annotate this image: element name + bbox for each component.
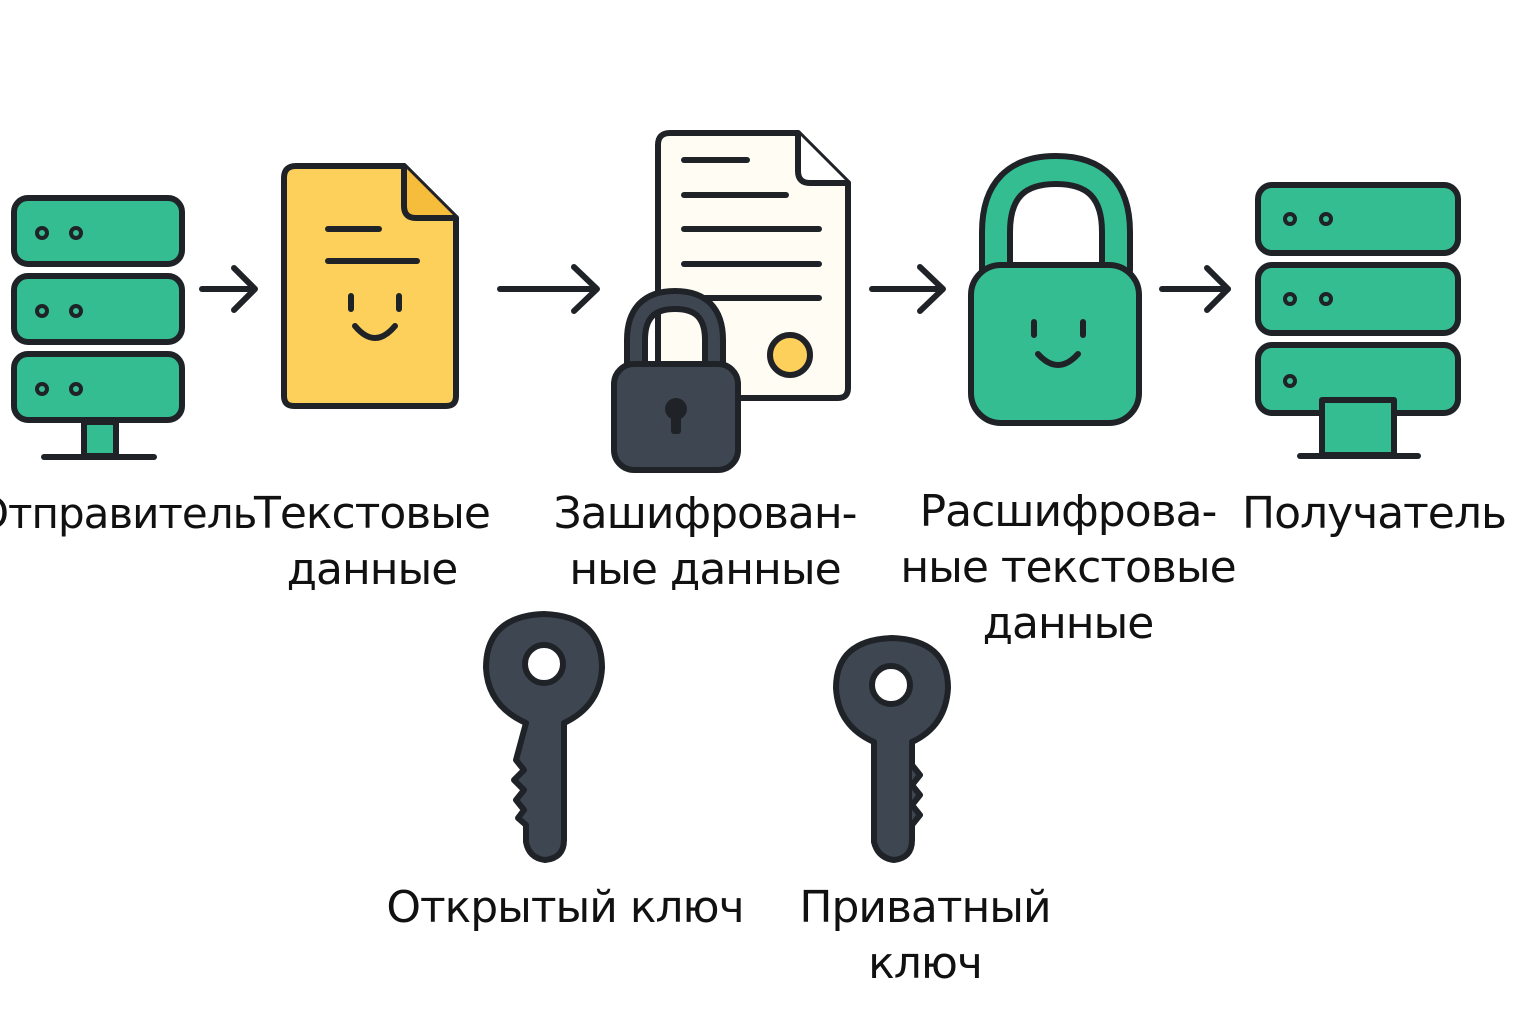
- sender-label: Отправитель: [0, 489, 257, 538]
- arrow-right-icon: [199, 265, 258, 313]
- smiling-document-icon: [281, 163, 459, 409]
- sender-server-icon: [11, 195, 185, 460]
- encrypted-label: Зашифрован- ные данные: [553, 488, 857, 595]
- public-key-icon: [483, 611, 605, 863]
- receiver-server-icon: [1255, 182, 1461, 459]
- smiling-padlock-icon: [968, 153, 1142, 426]
- private-key-label: Приватный ключ: [799, 882, 1051, 989]
- public-key-label: Открытый ключ: [386, 882, 744, 933]
- decrypted-label: Расшифрова- ные текстовые данные: [900, 486, 1236, 649]
- arrow-right-icon: [497, 264, 600, 314]
- private-key-icon: [833, 635, 951, 863]
- receiver-label: Получатель: [1242, 488, 1507, 539]
- locked-document-icon: [611, 130, 851, 473]
- plaintext-label: Текстовые данные: [253, 488, 491, 595]
- arrow-right-icon: [869, 264, 946, 314]
- arrow-right-icon: [1159, 265, 1231, 313]
